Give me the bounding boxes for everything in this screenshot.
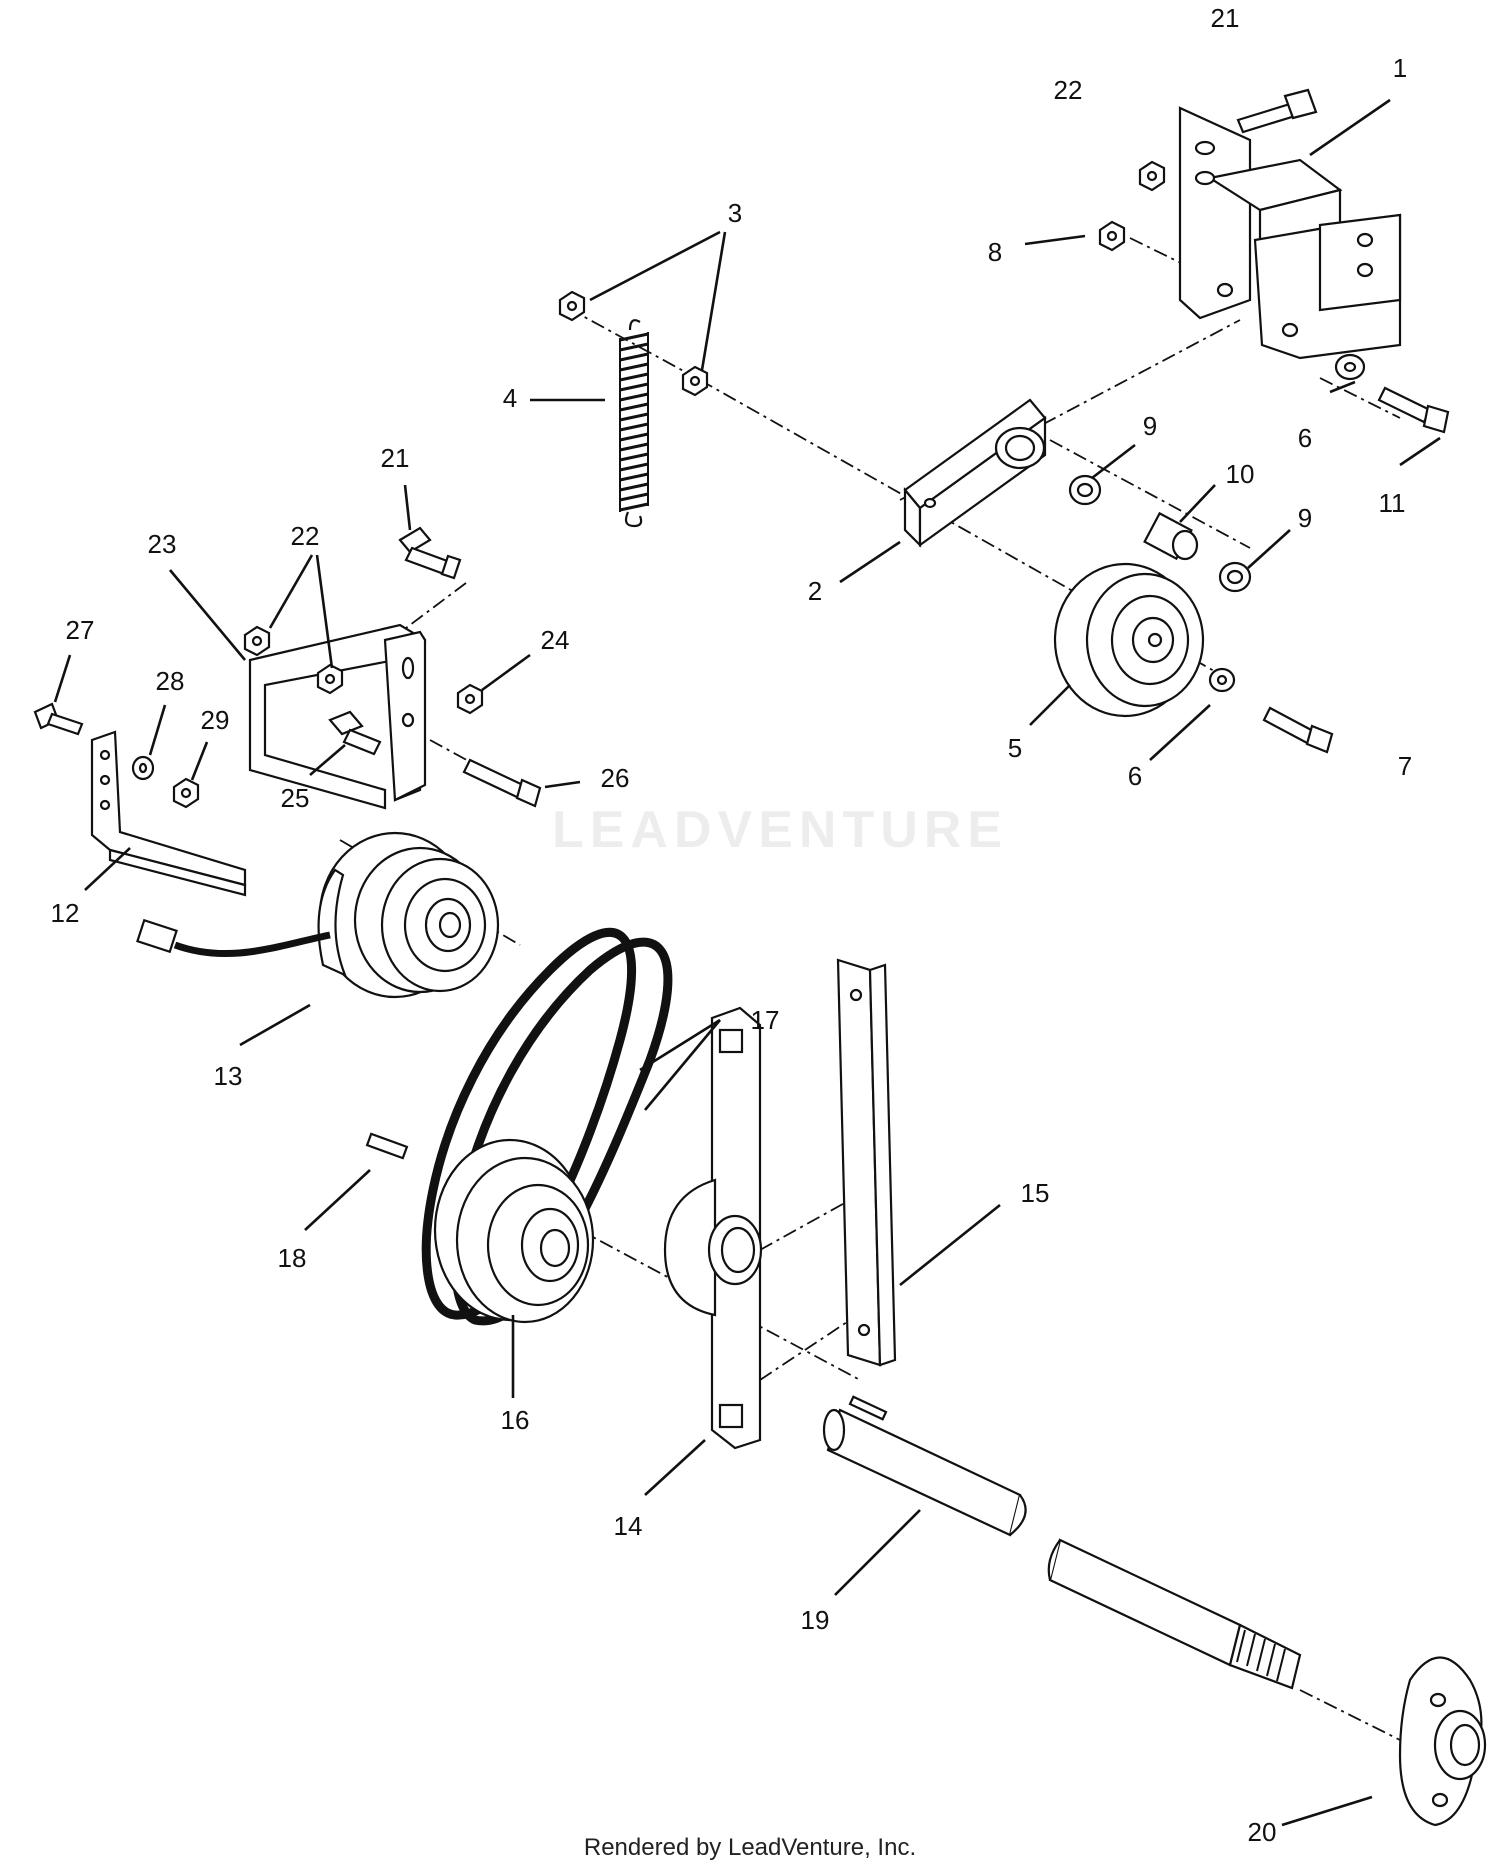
callout-21-left: 21 — [381, 443, 410, 473]
callout-6-upper: 6 — [1298, 423, 1312, 453]
callout-23: 23 — [148, 529, 177, 559]
part-12-bracket — [90, 730, 247, 897]
callout-12: 12 — [51, 898, 80, 928]
callout-10: 10 — [1226, 459, 1255, 489]
callout-3: 3 — [728, 198, 742, 228]
part-4-spring — [619, 319, 649, 528]
part-24-nut — [456, 683, 484, 715]
part-19-shaft-lower — [1047, 1538, 1302, 1690]
footer-credit: Rendered by LeadVenture, Inc. — [583, 1834, 917, 1861]
part-16-drive-pulley — [433, 1138, 595, 1324]
part-19-shaft — [822, 1395, 1027, 1537]
callout-14: 14 — [614, 1511, 643, 1541]
callout-11: 11 — [1379, 488, 1406, 518]
callout-25: 25 — [281, 783, 310, 813]
callouts: 1 2 3 4 5 6 6 7 8 9 9 10 11 12 13 14 15 … — [51, 3, 1413, 1847]
part-26-bolt — [462, 758, 542, 808]
part-6-washer-upper — [1334, 353, 1366, 381]
part-7-bolt — [1262, 706, 1334, 754]
callout-4: 4 — [503, 383, 517, 413]
part-28-washer — [131, 755, 155, 781]
part-11-bolt — [1377, 386, 1450, 434]
callout-15: 15 — [1021, 1178, 1050, 1208]
callout-9-upper: 9 — [1143, 411, 1157, 441]
callout-8: 8 — [988, 237, 1002, 267]
callout-9-lower: 9 — [1298, 503, 1312, 533]
part-14-bearing — [663, 1006, 763, 1450]
callout-29: 29 — [201, 705, 230, 735]
callout-21-top: 21 — [1211, 3, 1240, 33]
part-5-idler-pulley — [1053, 562, 1205, 718]
part-8-nut — [1098, 220, 1126, 252]
part-20-flange — [1398, 1656, 1487, 1827]
part-2-idler-arm — [903, 398, 1047, 548]
callout-1: 1 — [1393, 53, 1407, 83]
part-27-bolt — [33, 702, 84, 736]
part-29-nut — [172, 777, 200, 809]
part-22-nuts-left — [243, 625, 344, 695]
part-3-nuts — [558, 290, 709, 397]
callout-22-left: 22 — [291, 521, 320, 551]
part-1-bracket — [1178, 106, 1402, 360]
callout-24: 24 — [541, 625, 570, 655]
callout-16: 16 — [501, 1405, 530, 1435]
callout-17: 17 — [751, 1005, 780, 1035]
part-10-bushing — [1143, 511, 1199, 561]
part-15-plate — [836, 958, 897, 1367]
callout-19: 19 — [801, 1605, 830, 1635]
callout-28: 28 — [156, 666, 185, 696]
callout-2: 2 — [808, 576, 822, 606]
part-18-key — [365, 1132, 409, 1160]
callout-6-lower: 6 — [1128, 761, 1142, 791]
leader-lines — [53, 98, 1441, 1827]
part-21-bolt-top — [1236, 88, 1318, 134]
part-21-bolt-left — [398, 526, 462, 580]
callout-5: 5 — [1008, 733, 1022, 763]
part-25-bolt — [328, 710, 382, 756]
part-13-clutch — [136, 831, 500, 999]
callout-18: 18 — [278, 1243, 307, 1273]
part-6-washer-lower — [1208, 667, 1236, 693]
callout-22-top: 22 — [1054, 75, 1083, 105]
callout-27: 27 — [66, 615, 95, 645]
part-22-nut-top — [1138, 160, 1166, 192]
callout-13: 13 — [214, 1061, 243, 1091]
part-9-spacer-upper — [1068, 474, 1102, 506]
callout-7: 7 — [1398, 751, 1412, 781]
callout-26: 26 — [601, 763, 630, 793]
callout-20: 20 — [1248, 1817, 1277, 1847]
part-9-spacer-lower — [1218, 561, 1252, 593]
